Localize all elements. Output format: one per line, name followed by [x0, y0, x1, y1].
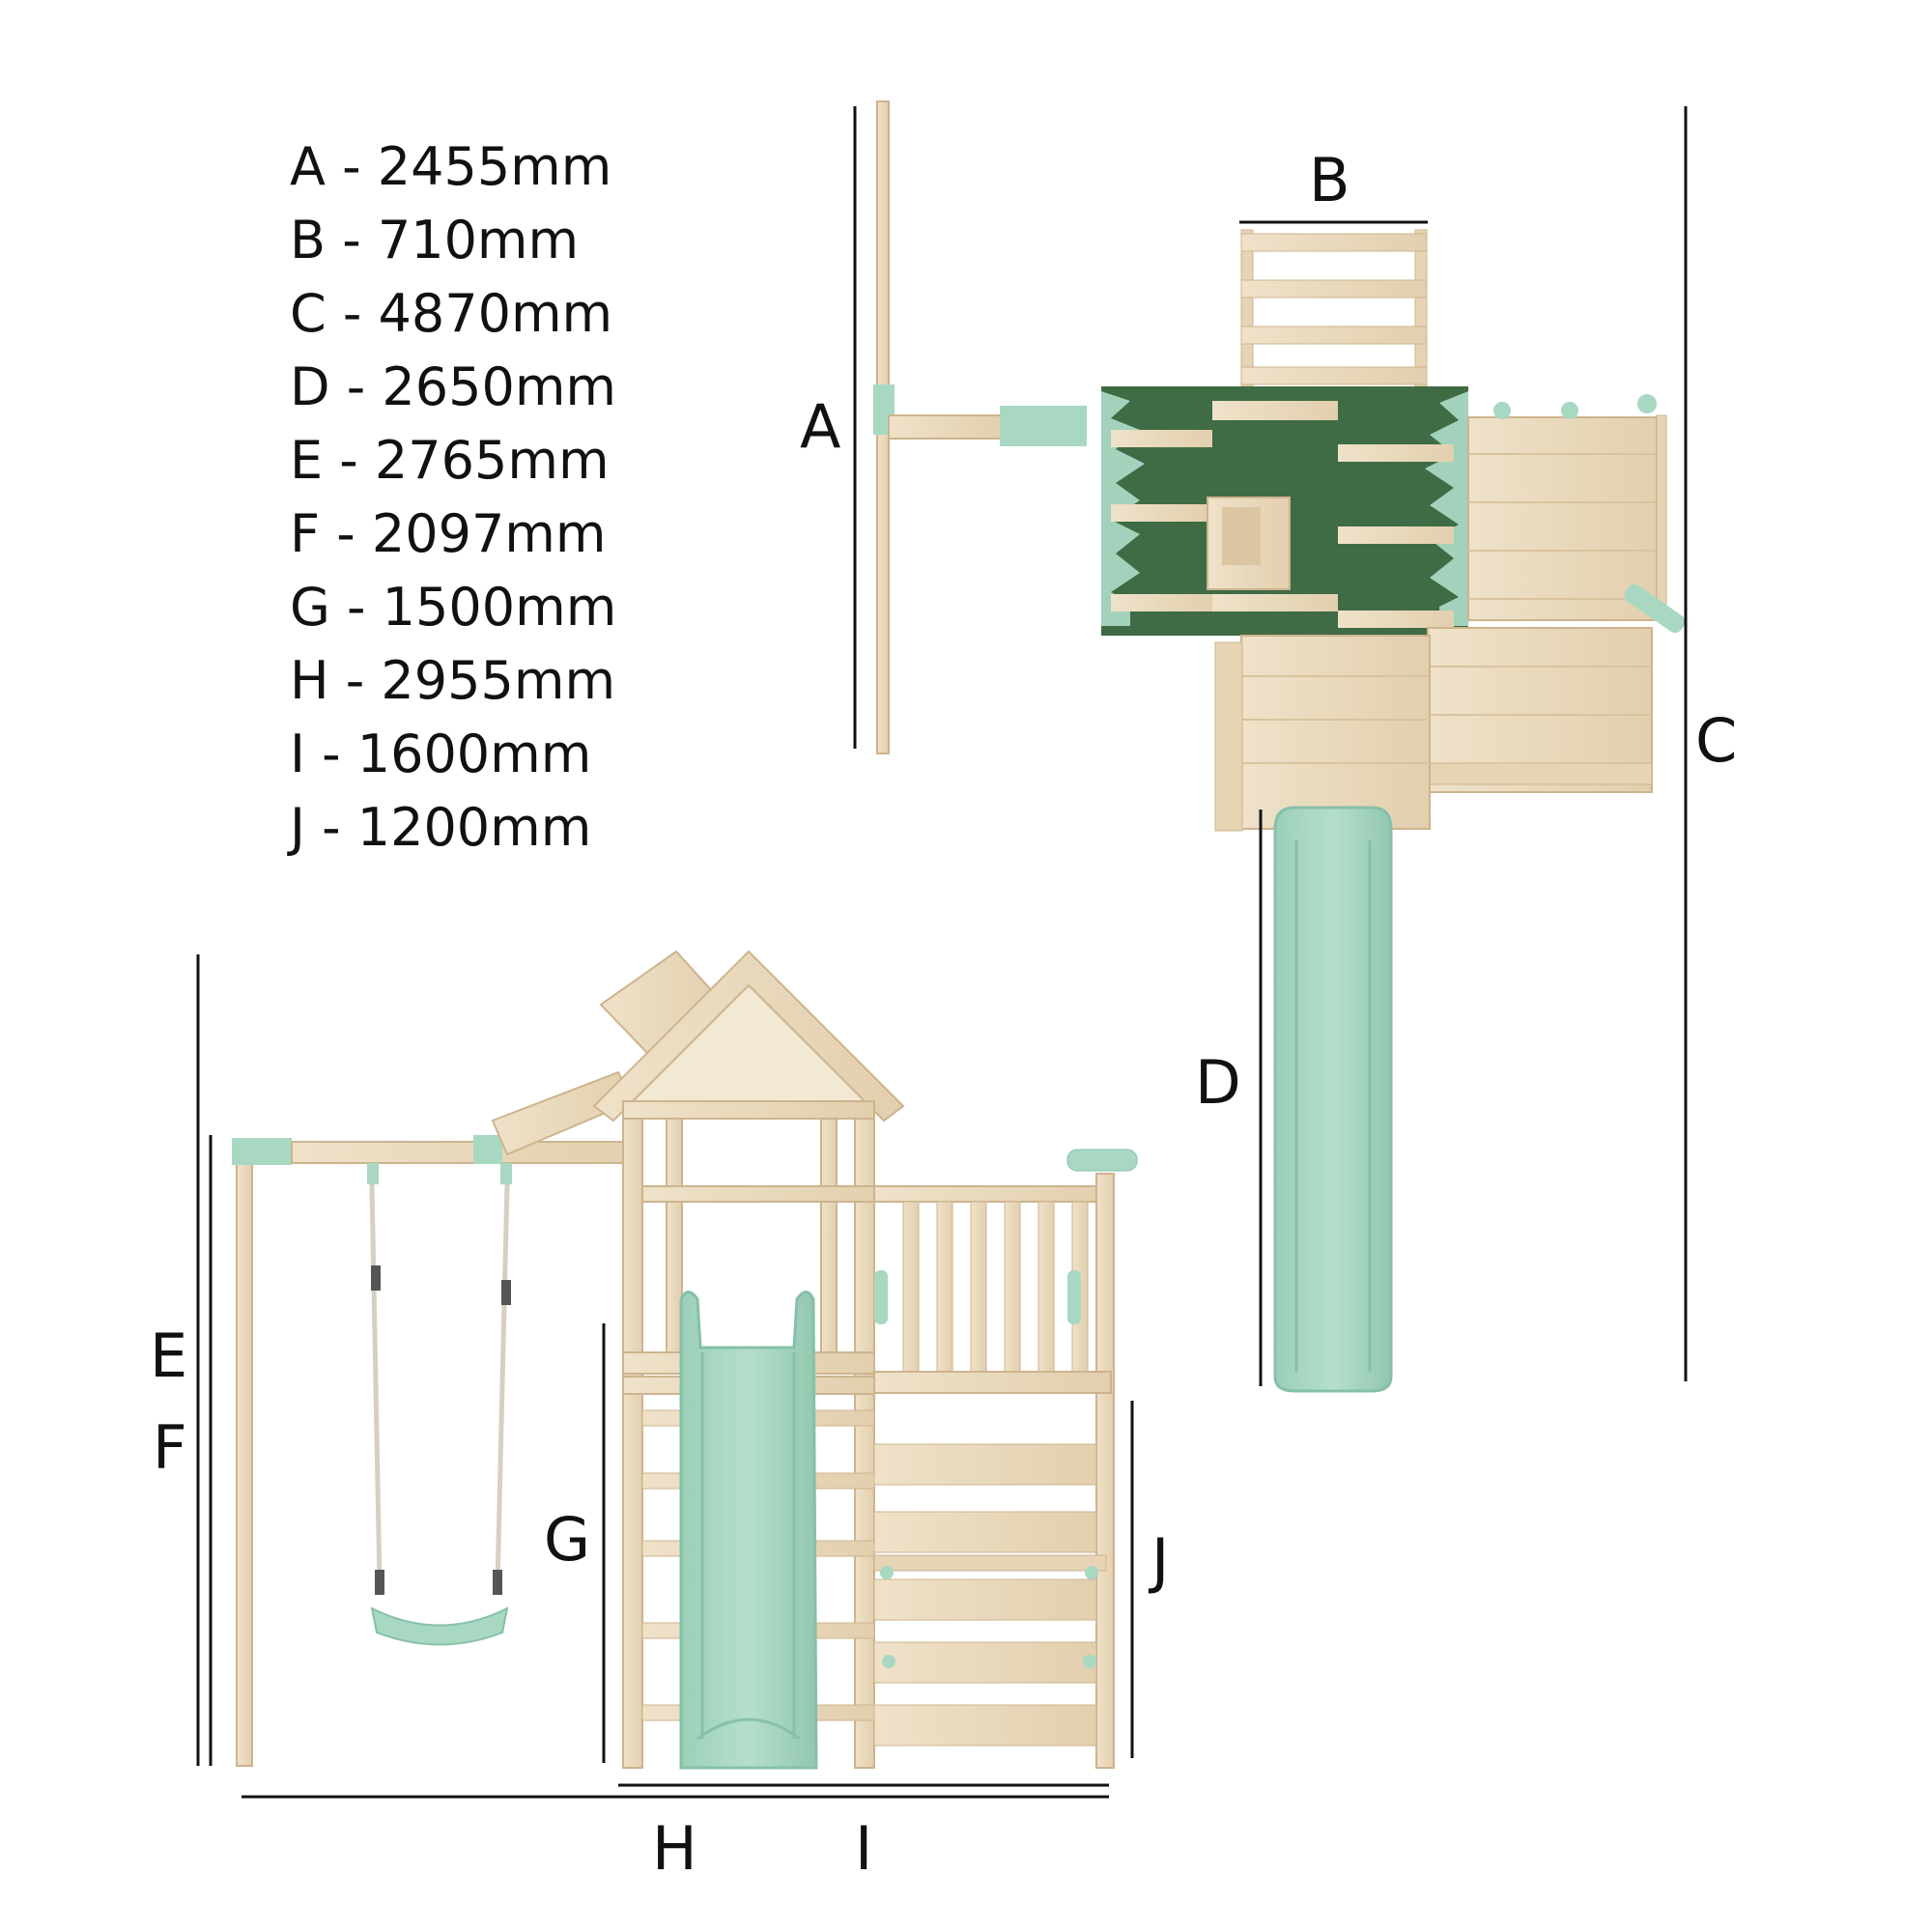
- telescope: [1066, 1149, 1138, 1172]
- label-a: A: [800, 391, 840, 462]
- fenced-deck: [873, 1149, 1138, 1769]
- label-j: J: [1148, 1525, 1169, 1596]
- dimension-legend: A - 2455mm B - 710mm C - 4870mm D - 2650…: [290, 130, 616, 865]
- platform-top-view: [1214, 394, 1686, 832]
- legend-item-d: D - 2650mm: [290, 356, 617, 417]
- label-f: F: [153, 1412, 187, 1483]
- beam-clamp: [473, 1135, 502, 1164]
- legend-item-g: G - 1500mm: [290, 577, 617, 638]
- beam-connector-top: [1000, 406, 1087, 446]
- legend-item-b: B - 710mm: [290, 210, 580, 270]
- swing: [367, 1163, 512, 1646]
- slide-top-view: [1273, 806, 1393, 1393]
- swing-beam-top: [888, 414, 1006, 440]
- label-d: D: [1195, 1047, 1241, 1118]
- label-b: B: [1309, 145, 1350, 215]
- legend-item-h: H - 2955mm: [290, 650, 616, 711]
- label-c: C: [1695, 705, 1737, 776]
- legend-item-j: J - 1200mm: [290, 797, 592, 858]
- front-view: [196, 950, 1138, 1799]
- swing-post: [236, 1141, 253, 1767]
- roof-top-view: [1101, 386, 1468, 636]
- legend-item-f: F - 2097mm: [290, 503, 607, 564]
- slide-front: [679, 1291, 818, 1770]
- legend-item-a: A - 2455mm: [290, 136, 612, 197]
- label-g: G: [544, 1504, 590, 1575]
- ladder-top: [1240, 229, 1428, 387]
- label-e: E: [150, 1321, 187, 1391]
- swing-beam: [291, 1141, 631, 1164]
- legend-item-i: I - 1600mm: [290, 724, 592, 784]
- label-h: H: [652, 1813, 697, 1884]
- legend-item-c: C - 4870mm: [290, 283, 613, 344]
- top-view: [853, 100, 1688, 1393]
- swing-bracket: [232, 1138, 292, 1165]
- legend-item-e: E - 2765mm: [290, 430, 610, 491]
- label-i: I: [855, 1813, 872, 1884]
